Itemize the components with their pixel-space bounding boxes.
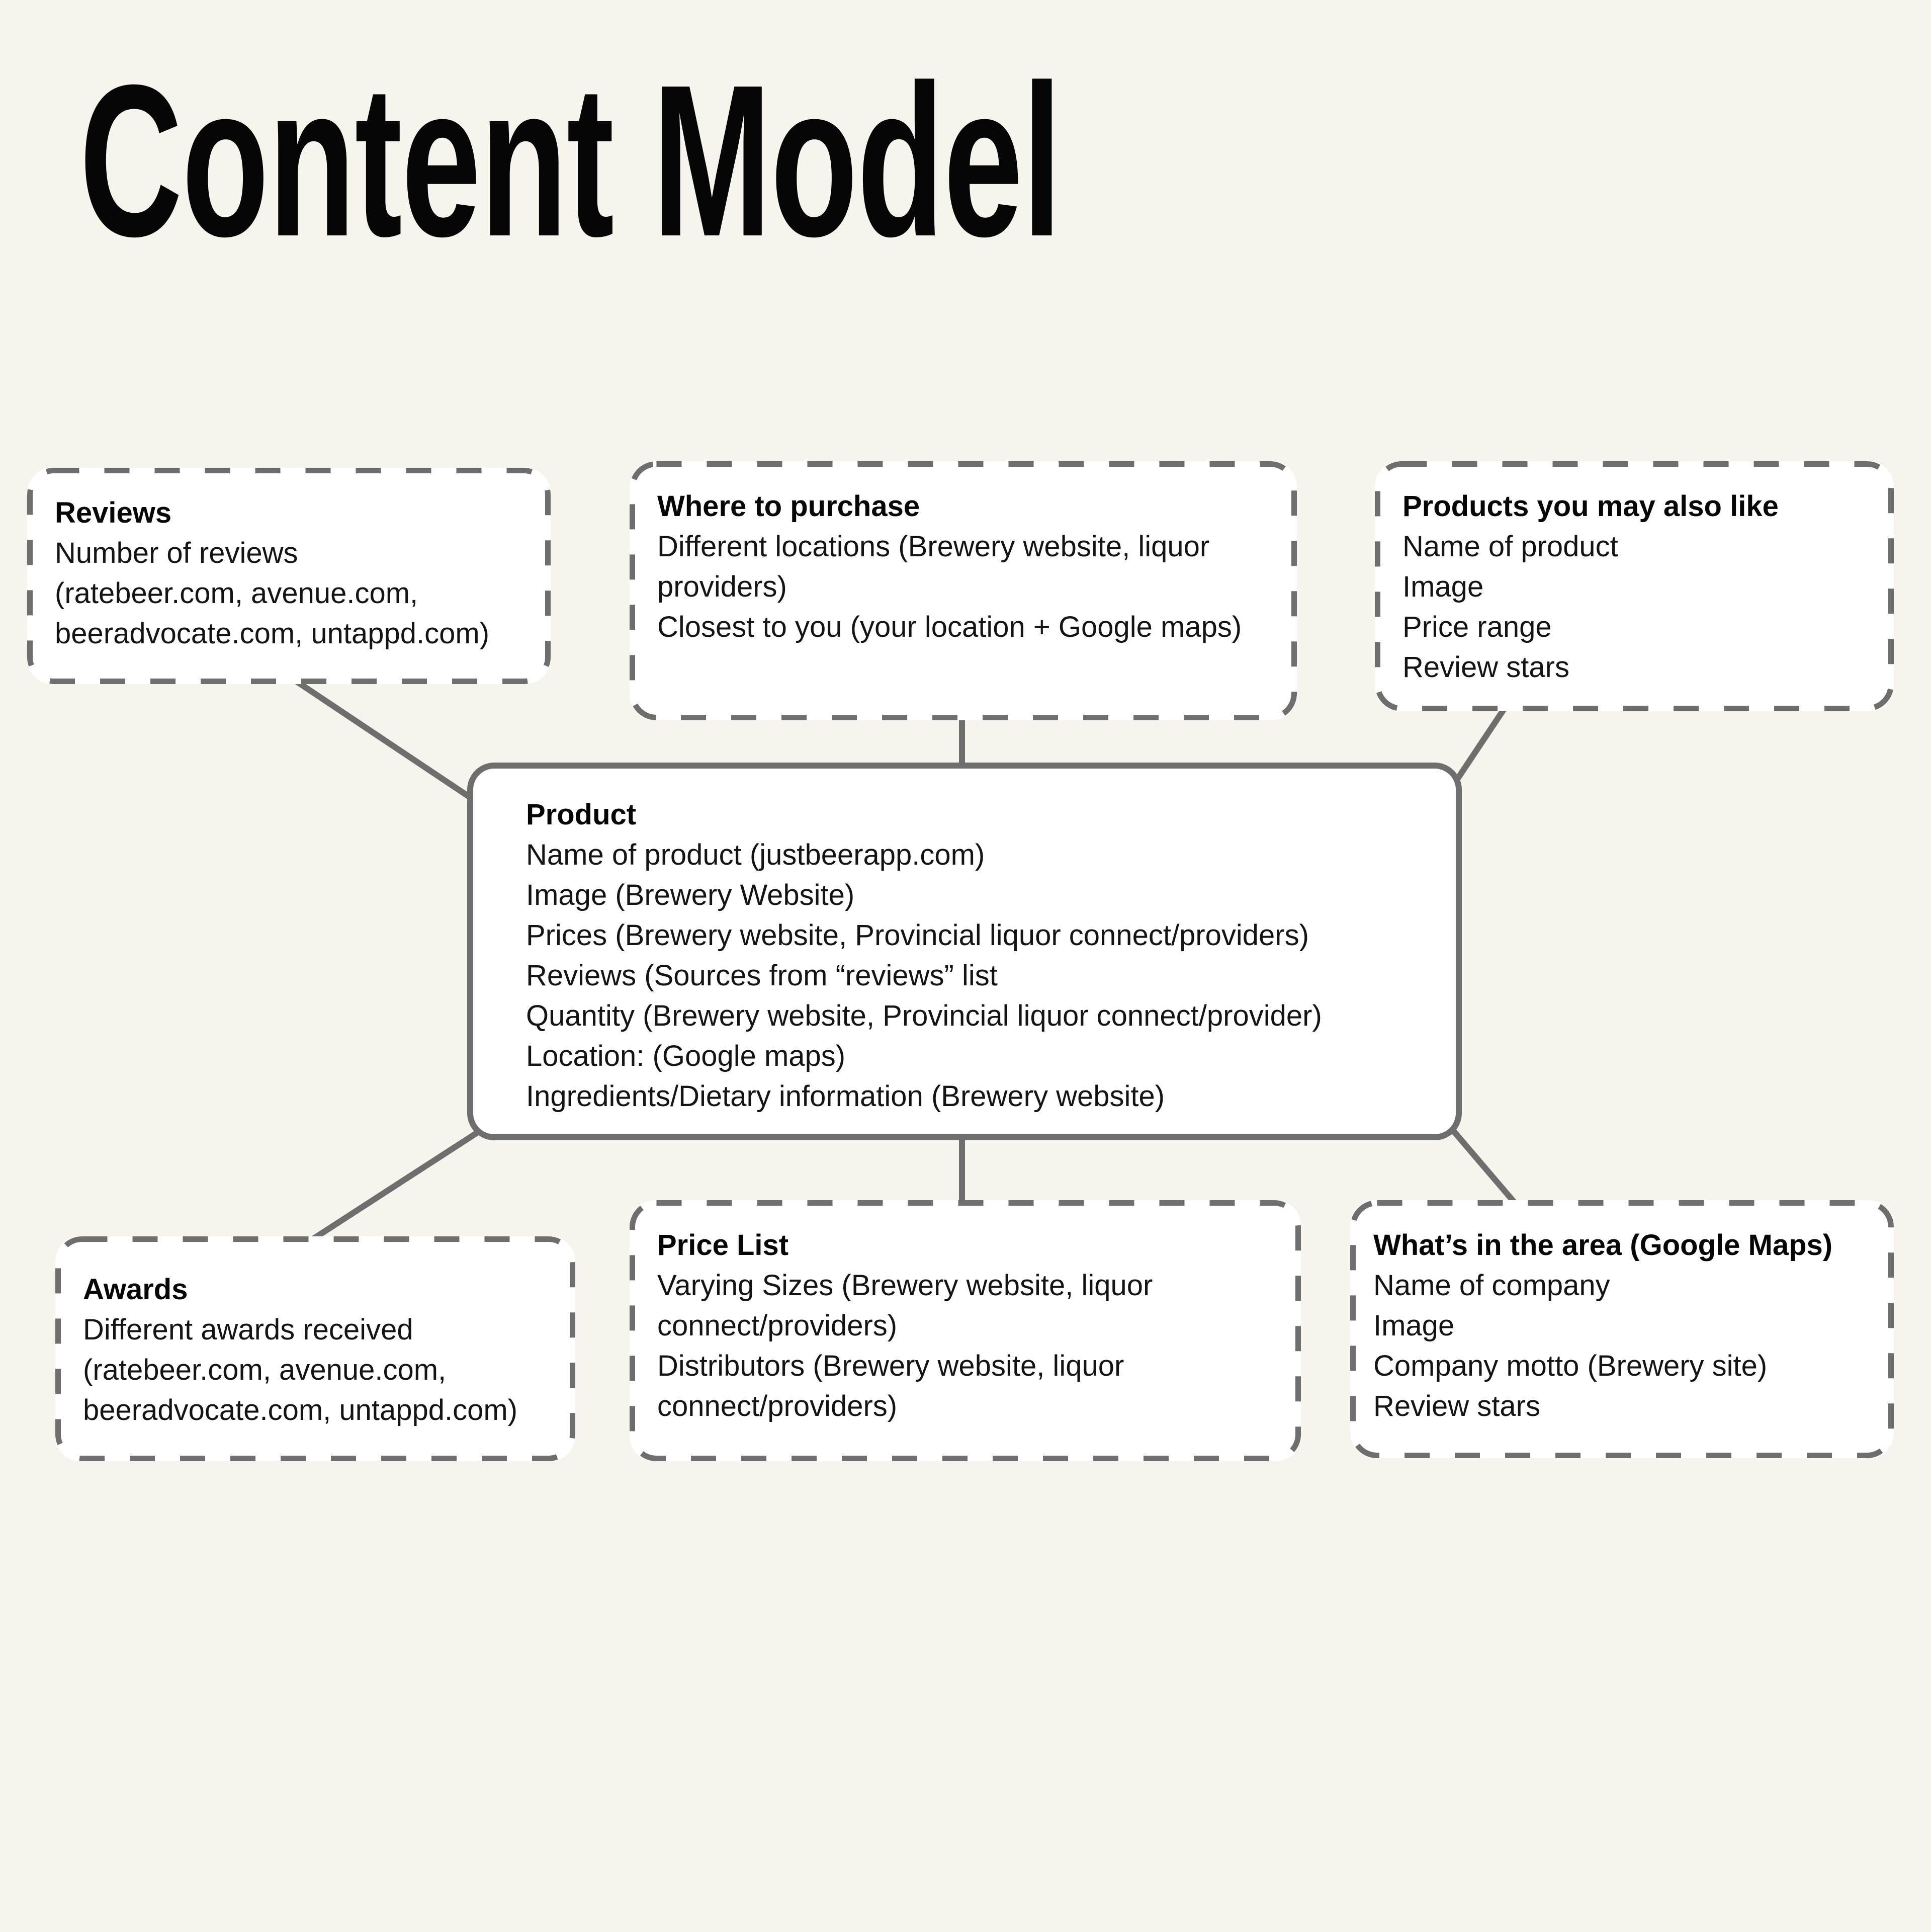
- products-you-may-also-like-box: Products you may also like Name of produ…: [1375, 461, 1894, 711]
- awards-box-line: Different awards received: [83, 1313, 413, 1346]
- connector-also-like-product: [1453, 706, 1507, 784]
- dashed-border: [630, 461, 1297, 720]
- where-to-purchase-box: Where to purchase Different locations (B…: [630, 461, 1297, 720]
- products-you-may-also-like-box-title: Products you may also like: [1402, 490, 1779, 523]
- dashed-border: [630, 1200, 1301, 1461]
- whats-in-the-area-box-line: Company motto (Brewery site): [1373, 1350, 1768, 1382]
- awards-box-title: Awards: [83, 1273, 188, 1306]
- awards-box: Awards Different awards received (ratebe…: [55, 1236, 575, 1461]
- product-box-line: Image (Brewery Website): [526, 879, 855, 911]
- products-you-may-also-like-box-line: Review stars: [1402, 651, 1569, 684]
- product-box-title: Product: [526, 798, 637, 831]
- product-box: Product Name of product (justbeerapp.com…: [467, 763, 1462, 1140]
- price-list-box: Price List Varying Sizes (Brewery websit…: [630, 1200, 1301, 1461]
- product-box-line: Quantity (Brewery website, Provincial li…: [526, 999, 1322, 1032]
- dashed-border: [1350, 1200, 1894, 1458]
- connector-awards-product: [309, 1127, 484, 1243]
- price-list-box-line: Distributors (Brewery website, liquor co…: [657, 1350, 1124, 1422]
- connector-area-product: [1451, 1129, 1520, 1208]
- awards-box-line: (ratebeer.com, avenue.com, beeradvocate.…: [83, 1354, 518, 1426]
- where-to-purchase-box-title: Where to purchase: [657, 490, 920, 523]
- whats-in-the-area-box-title: What’s in the area (Google Maps): [1373, 1229, 1833, 1262]
- reviews-box-line: Number of reviews: [55, 537, 298, 569]
- page-title: Content Model: [79, 40, 1062, 282]
- where-to-purchase-box-line: Different locations (Brewery website, li…: [657, 530, 1210, 603]
- where-to-purchase-box-line: Closest to you (your location + Google m…: [657, 611, 1242, 643]
- price-list-box-title: Price List: [657, 1229, 789, 1262]
- product-box-line: Location: (Google maps): [526, 1040, 846, 1072]
- products-you-may-also-like-box-line: Image: [1402, 570, 1484, 603]
- reviews-box: Reviews Number of reviews (ratebeer.com,…: [27, 468, 551, 684]
- whats-in-the-area-box-line: Image: [1373, 1309, 1455, 1342]
- product-box-line: Prices (Brewery website, Provincial liqu…: [526, 919, 1309, 952]
- connector-reviews-product: [287, 674, 477, 803]
- whats-in-the-area-box-line: Name of company: [1373, 1269, 1610, 1302]
- product-box-line: Reviews (Sources from “reviews” list: [526, 959, 998, 992]
- products-you-may-also-like-box-line: Name of product: [1402, 530, 1618, 563]
- whats-in-the-area-box: What’s in the area (Google Maps) Name of…: [1350, 1200, 1894, 1458]
- product-box-line: Ingredients/Dietary information (Brewery…: [526, 1080, 1165, 1113]
- dashed-border: [1375, 461, 1894, 711]
- products-you-may-also-like-box-line: Price range: [1402, 611, 1552, 643]
- product-box-line: Name of product (justbeerapp.com): [526, 838, 985, 871]
- reviews-box-line: (ratebeer.com, avenue.com, beeradvocate.…: [55, 577, 490, 650]
- price-list-box-line: Varying Sizes (Brewery website, liquor c…: [657, 1269, 1153, 1342]
- reviews-box-title: Reviews: [55, 496, 172, 529]
- whats-in-the-area-box-line: Review stars: [1373, 1390, 1540, 1422]
